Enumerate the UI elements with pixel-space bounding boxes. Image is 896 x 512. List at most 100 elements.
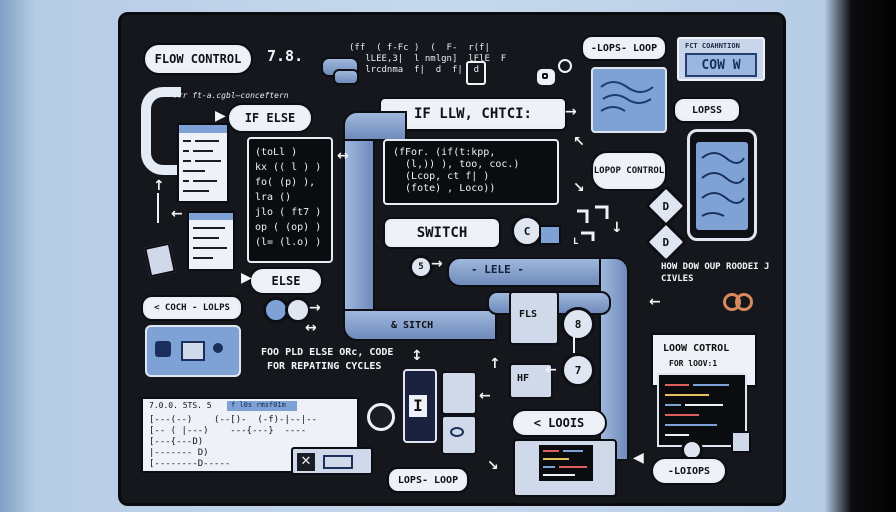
lops-loop-top-pill: -LOPS- LOOP	[581, 35, 667, 61]
center-code-box: (fFor. (if(t:kpp, (l,)) ), too, coc.) (L…	[383, 139, 559, 205]
fls-label: FLS	[519, 309, 538, 320]
terminal-device	[513, 439, 617, 497]
center-code-text: (fFor. (if(t:kpp, (l,)) ), too, coc.) (L…	[393, 147, 520, 194]
doc-panel-1	[177, 123, 229, 203]
switch-pill[interactable]: SWITCH	[383, 217, 501, 249]
bottom-node-ring[interactable]	[367, 403, 395, 431]
lopss-label: LOPSS	[691, 104, 723, 116]
loois-pill: < LOOIS	[511, 409, 607, 437]
hf-block: HF	[509, 363, 553, 399]
left-arrow-how: ←	[649, 294, 661, 310]
tablet-wave-graphic	[701, 152, 745, 217]
loow-text-2: FOR lOOV:1	[669, 359, 718, 368]
badge-7: 7	[574, 363, 582, 377]
left-arrow-loiops: ◀	[633, 450, 644, 466]
hook-block	[441, 371, 477, 415]
node-7[interactable]: 7	[561, 353, 595, 387]
lops-loop-top-label: -LOPS- LOOP	[590, 42, 658, 54]
badge-8: 8	[574, 317, 582, 331]
right-code-lines	[665, 384, 729, 436]
bracket-cluster	[573, 203, 613, 243]
monitor-wave-graphic	[600, 81, 654, 112]
hf-label: HF	[517, 373, 530, 384]
bottom-left-pipe	[343, 309, 497, 341]
lock-icon	[537, 69, 555, 85]
node-link	[573, 337, 575, 353]
gamepad-icon	[145, 325, 241, 377]
x-icon[interactable]: ✕	[297, 453, 315, 471]
repeating-text-1: FOO PLD ELSE ORc, CODE	[261, 347, 394, 358]
terminal-lines	[543, 450, 587, 476]
node-d1[interactable]: D	[644, 184, 688, 228]
if-else-pill: IF ELSE	[227, 103, 313, 133]
node-white-1[interactable]	[285, 297, 311, 323]
right-arrow-lele: →	[431, 256, 443, 272]
cow-label: COW W	[701, 57, 741, 73]
bottom-code-tag: f l0s rmsf01m	[227, 401, 297, 411]
fls-block: FLS	[509, 291, 559, 345]
chain-link-icon	[721, 291, 757, 315]
badge-l: L	[573, 237, 579, 247]
top-code-strip: (ff ( f-Fc ) ( F- r(f| lLEE,3| l nmlgn] …	[349, 43, 507, 75]
play-arrow-else: ▶	[241, 270, 252, 286]
loiops-label: -LOIOPS	[667, 465, 711, 477]
bracket-cluster-graphic	[577, 205, 609, 241]
if-llw-label: IF LLW, CHTCI:	[413, 106, 532, 122]
doc-panel-2	[187, 211, 235, 271]
left-code-text: (toLl ) kx (( l ) ) fo( (p) ), lra () jl…	[255, 147, 322, 248]
arrow-shaft-left	[157, 193, 159, 223]
left-arrow-hook: ←	[479, 388, 491, 404]
eye-icon	[450, 427, 464, 437]
bottom-code-tag-label: f l0s rmsf01m	[231, 401, 286, 409]
lopop-control-label: LOPOP CONTROL	[593, 165, 665, 176]
eye-block	[441, 415, 477, 455]
top-pipe-link-2	[333, 69, 359, 85]
left-code-box: (toLl ) kx (( l ) ) fo( (p) ), lra () jl…	[247, 137, 333, 263]
left-right-arrow-2: ↔	[305, 320, 317, 336]
node-8[interactable]: 8	[561, 307, 595, 341]
flow-control-title: FLOW CONTROL	[143, 43, 253, 75]
diag-arrow-1: ↖	[573, 134, 585, 150]
lele-label: - LELE -	[471, 263, 524, 276]
left-arrow-docs: ←	[171, 206, 183, 222]
if-llw-pill: IF LLW, CHTCI:	[379, 97, 567, 131]
monitor-icon	[591, 67, 667, 133]
diagram-board: FLOW CONTROL 7.8. (ff ( f-Fc ) ( F- r(f|…	[118, 12, 786, 506]
left-arrow-node7: ←	[545, 362, 557, 378]
repeating-text-2: FOR REPATING CYCLES	[267, 361, 382, 372]
switch-label: SWITCH	[416, 225, 468, 241]
sitch-label: & SITCH	[391, 320, 434, 331]
play-arrow-icon: ▶	[215, 108, 226, 124]
lopss-pill: LOPSS	[673, 97, 741, 123]
right-small-box	[731, 431, 751, 453]
coch-lolps-pill: < COCH - LOLPS	[141, 295, 243, 321]
cow-header-label: FCT COAHNTION	[685, 42, 740, 50]
switch-block	[539, 225, 561, 245]
main-vertical-pipe	[343, 115, 375, 315]
cursor-i: I	[409, 395, 427, 417]
small-ring-icon	[558, 59, 572, 73]
badge-c: C	[523, 224, 531, 238]
right-arrow-if-llw: →	[565, 104, 577, 120]
up-arrow-hook: ↑	[489, 356, 501, 372]
notepad-icon	[144, 242, 176, 278]
x-control-bar: ✕	[291, 447, 373, 475]
badge-d2: D	[662, 235, 670, 249]
cursor-block: I	[403, 369, 437, 443]
else-label: ELSE	[271, 274, 301, 288]
lops-loop-bottom-label: LOPS- LOOP	[397, 474, 459, 486]
down-arrow-right: ↓	[611, 220, 623, 236]
flow-control-label: FLOW CONTROL	[154, 52, 242, 66]
node-d2[interactable]: D	[644, 220, 688, 264]
node-5[interactable]: 5	[409, 255, 433, 279]
lopop-control-pill: LOPOP CONTROL	[591, 151, 667, 191]
badge-5: 5	[418, 262, 424, 272]
lele-pipe	[447, 257, 621, 287]
lops-loop-bottom-pill: LOPS- LOOP	[387, 467, 469, 493]
top-note: frr ft-a.cgbl–conceftern	[173, 91, 289, 100]
badge-d1: D	[662, 199, 670, 213]
down-arrow-bottom: ↘	[487, 458, 499, 474]
coch-lolps-label: < COCH - LOLPS	[154, 303, 230, 313]
right-arrow-coch: →	[309, 300, 321, 316]
doc-lines-2	[193, 227, 227, 259]
